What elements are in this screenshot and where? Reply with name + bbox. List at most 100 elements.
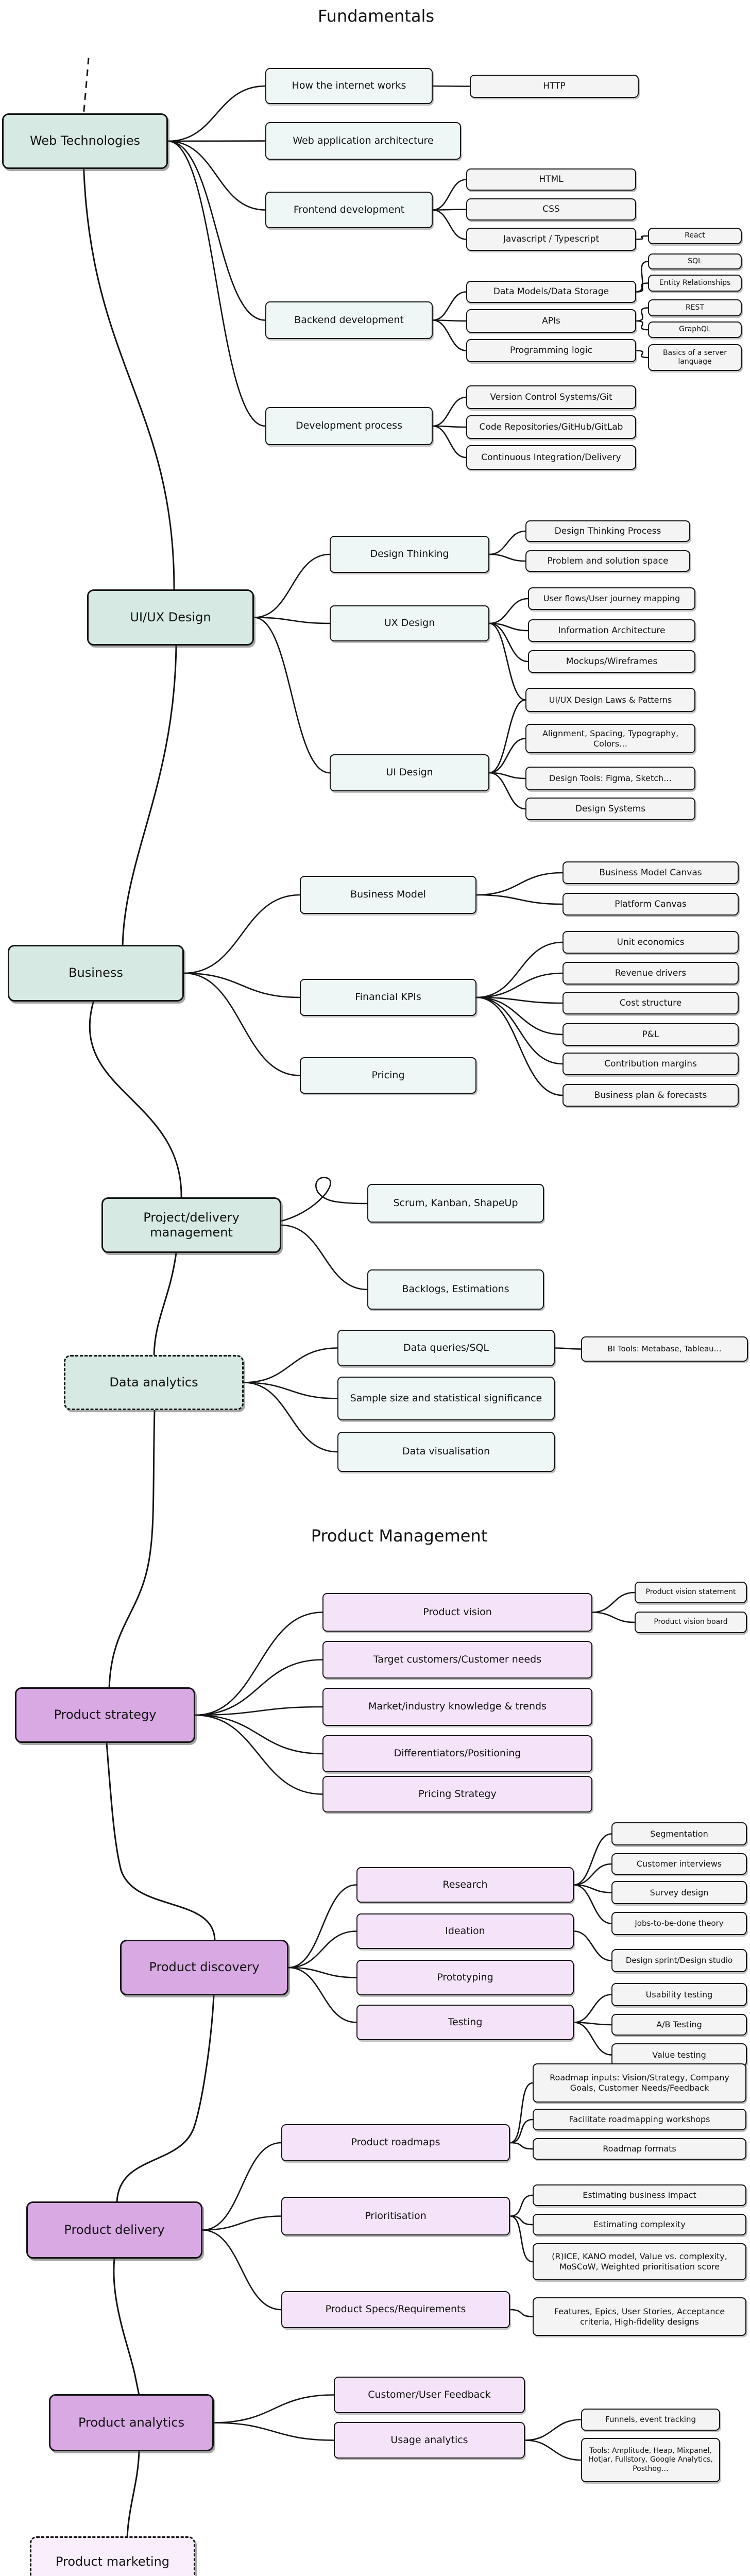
node-product-delivery: Product delivery — [26, 2201, 202, 2259]
node-version-control-systems-git: Version Control Systems/Git — [466, 385, 636, 409]
node-cost-structure: Cost structure — [562, 992, 739, 1014]
node-target-customers-customer-needs: Target customers/Customer needs — [322, 1641, 592, 1679]
node-backlogs-estimations: Backlogs, Estimations — [367, 1269, 544, 1310]
node-bi-tools-metabase-tableau: BI Tools: Metabase, Tableau… — [581, 1336, 748, 1362]
branch-connector — [253, 553, 330, 618]
branch-connector — [554, 1347, 582, 1350]
node-p-and-l: P&L — [562, 1023, 739, 1046]
branch-connector — [195, 1612, 323, 1716]
node-design-systems: Design Systems — [525, 798, 695, 820]
node-ui-ux-design: UI/UX Design — [87, 589, 254, 646]
node-facilitate-roadmapping-workshops: Facilitate roadmapping workshops — [533, 2109, 746, 2130]
loop-connector — [281, 1177, 368, 1222]
branch-connector — [183, 894, 300, 974]
branch-connector — [183, 972, 300, 1076]
spine-line — [82, 116, 216, 2538]
branch-connector — [476, 996, 563, 1065]
node-estimating-business-impact: Estimating business impact — [533, 2184, 746, 2206]
node-differentiators-positioning: Differentiators/Positioning — [322, 1735, 592, 1772]
node-information-architecture: Information Architecture — [528, 619, 695, 642]
node-customer-interviews: Customer interviews — [611, 1853, 747, 1875]
branch-connector — [573, 2022, 612, 2026]
branch-connector — [573, 1863, 612, 1886]
branch-connector — [432, 319, 467, 351]
branch-connector — [592, 1591, 635, 1613]
branch-connector — [432, 209, 467, 240]
branch-connector — [167, 140, 266, 321]
node-ux-design: UX Design — [330, 605, 489, 641]
node-mockups-wireframes: Mockups/Wireframes — [528, 650, 695, 673]
node-backend-development: Backend development — [265, 301, 433, 339]
branch-connector — [476, 996, 563, 1036]
node-scrum-kanban-shapeup: Scrum, Kanban, ShapeUp — [367, 1184, 544, 1223]
node-market-industry-knowledge-trends: Market/industry knowledge & trends — [322, 1688, 592, 1726]
node-segmentation: Segmentation — [611, 1822, 747, 1845]
branch-connector — [476, 972, 563, 998]
branch-connector — [243, 1382, 338, 1399]
branch-connector — [167, 140, 266, 427]
branch-connector — [636, 350, 649, 359]
branch-connector — [432, 425, 467, 428]
branch-connector — [195, 1714, 323, 1795]
node-unit-economics: Unit economics — [562, 931, 739, 954]
node-pricing-strategy: Pricing Strategy — [322, 1776, 592, 1812]
branch-connector — [573, 1930, 612, 1961]
branch-connector — [509, 2119, 533, 2144]
node-programming-logic: Programming logic — [466, 339, 636, 362]
node-graphql: GraphQL — [648, 321, 742, 338]
node-roadmap-formats: Roadmap formats — [533, 2138, 746, 2160]
node-ui-ux-design-laws-patterns: UI/UX Design Laws & Patterns — [525, 688, 695, 712]
branch-connector — [573, 1833, 612, 1886]
branch-connector — [213, 2422, 334, 2441]
node-prototyping: Prototyping — [356, 1960, 574, 1995]
node-data-queries-sql: Data queries/SQL — [337, 1330, 555, 1366]
branch-connector — [432, 179, 467, 211]
branch-connector — [489, 530, 526, 555]
branch-connector — [476, 872, 563, 896]
node-business-model: Business Model — [300, 876, 476, 914]
node-funnels-event-tracking: Funnels, event tracking — [581, 2409, 720, 2431]
branch-connector — [489, 622, 529, 632]
branch-connector — [288, 1967, 357, 2023]
node-data-models-data-storage: Data Models/Data Storage — [466, 281, 636, 303]
node-survey-design: Survey design — [611, 1881, 747, 1904]
node-product-specs-requirements: Product Specs/Requirements — [281, 2291, 510, 2328]
node-ui-design: UI Design — [330, 754, 489, 791]
node-frontend-development: Frontend development — [265, 192, 433, 228]
node-product-vision: Product vision — [322, 1593, 592, 1632]
node-ab-testing: A/B Testing — [611, 2014, 747, 2036]
branch-connector — [281, 1224, 368, 1291]
node-product-analytics: Product analytics — [49, 2394, 214, 2451]
branch-connector — [509, 2309, 533, 2317]
node-product-vision-statement: Product vision statement — [635, 1582, 747, 1603]
node-alignment-spacing-typography-colors: Alignment, Spacing, Typography, Colors… — [525, 724, 695, 753]
node-design-sprint-design-studio: Design sprint/Design studio — [611, 1949, 747, 1972]
node-basics-of-a-server-language: Basics of a server language — [648, 344, 742, 371]
node-value-testing: Value testing — [611, 2043, 747, 2066]
node-data-analytics: Data analytics — [64, 1355, 244, 1410]
branch-connector — [432, 396, 467, 427]
branch-connector — [509, 2194, 533, 2217]
branch-connector — [288, 1967, 357, 1978]
node-ideation: Ideation — [356, 1913, 574, 1949]
branch-connector — [636, 320, 649, 331]
node-business-model-canvas: Business Model Canvas — [562, 861, 739, 884]
branch-connector — [489, 622, 526, 701]
branch-connector — [243, 1347, 338, 1383]
branch-connector — [213, 2394, 334, 2424]
branch-connector — [243, 1382, 338, 1453]
node-code-repositories-github-gitlab: Code Repositories/GitHub/GitLab — [466, 415, 636, 439]
node-roadmap-inputs: Roadmap inputs: Vision/Strategy, Company… — [533, 2063, 746, 2103]
branch-connector — [195, 1714, 323, 1755]
node-business: Business — [8, 945, 184, 1002]
node-react: React — [648, 228, 742, 244]
node-data-visualisation: Data visualisation — [337, 1432, 555, 1472]
branch-connector — [253, 617, 330, 624]
branch-connector — [183, 972, 300, 998]
node-apis: APIs — [466, 309, 636, 333]
branch-connector — [489, 738, 526, 774]
branch-connector — [167, 140, 266, 211]
node-product-discovery: Product discovery — [120, 1940, 288, 1995]
branch-connector — [573, 1994, 612, 2023]
